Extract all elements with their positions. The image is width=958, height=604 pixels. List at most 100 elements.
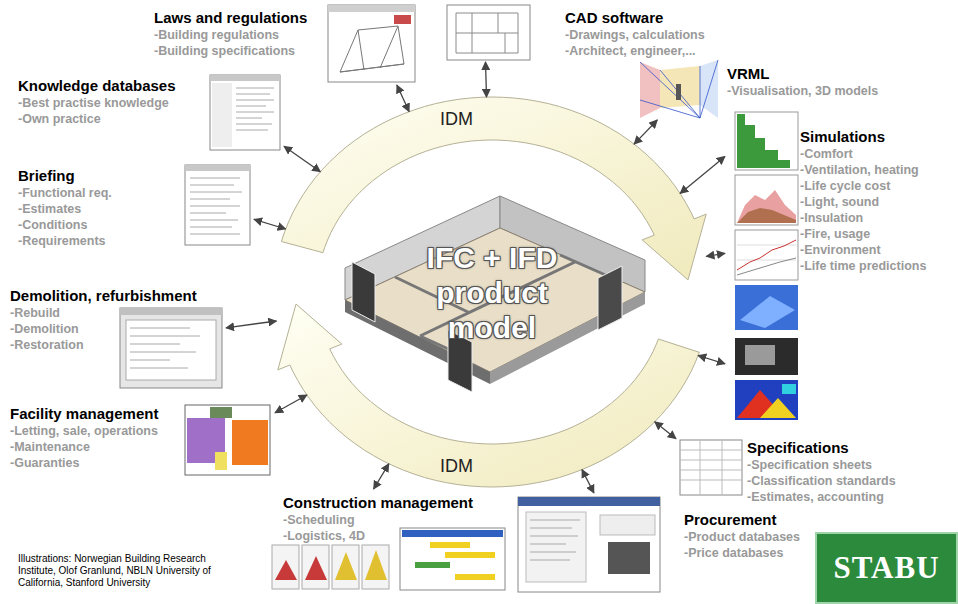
schedule-bar	[455, 574, 495, 580]
render-image	[735, 380, 798, 420]
category-group: VRML-Visualisation, 3D models	[636, 60, 900, 120]
group-item: -Demolition	[10, 321, 197, 337]
category-group: Construction management-Scheduling-Logis…	[268, 489, 508, 594]
text-block: Procurement-Product databases-Price data…	[684, 510, 800, 561]
cycle-label: IDM	[440, 108, 473, 130]
phase-shape	[335, 552, 357, 580]
group-item: -Maintenance	[10, 439, 158, 455]
vrml-thumbnail	[640, 60, 718, 118]
connector-arrow	[486, 62, 487, 97]
text-lines	[190, 178, 242, 234]
group-heading: Specifications	[747, 438, 896, 457]
side-pane	[212, 83, 232, 147]
chart-frame	[735, 112, 798, 170]
screen-frame	[328, 5, 415, 82]
title-bar	[120, 308, 222, 315]
browser-bar	[518, 497, 660, 506]
group-item: -Life time predictions	[800, 258, 926, 274]
group-item: -Logistics, 4D	[283, 528, 473, 544]
group-heading: VRML	[727, 64, 878, 83]
connector-arrow	[680, 156, 725, 193]
group-item: -Classification standards	[747, 473, 896, 489]
group-heading: Laws and regulations	[154, 8, 307, 27]
phase-image	[302, 545, 329, 589]
group-item: -Price databases	[684, 545, 800, 561]
hub-title: IFC + IFD product model	[407, 240, 577, 345]
header-mark	[394, 15, 411, 24]
text-block: Simulations-Comfort-Ventilation, heating…	[800, 127, 926, 274]
demolition-thumbnail	[120, 308, 222, 388]
building-window	[598, 266, 622, 330]
group-item: -Life cycle cost	[800, 178, 926, 194]
group-heading: Construction management	[283, 493, 473, 512]
plan-frame	[185, 405, 270, 475]
room-wall	[640, 62, 660, 118]
product-image	[608, 542, 650, 574]
group-item: -Estimates, accounting	[747, 489, 896, 505]
connector-arrow	[397, 85, 409, 112]
group-item: -Insulation	[800, 210, 926, 226]
plan-room	[210, 407, 232, 418]
group-item: -Product databases	[684, 529, 800, 545]
chart-frame	[735, 175, 798, 225]
connector-arrow	[634, 120, 657, 144]
connector-arrow	[226, 321, 276, 328]
text-block: Briefing-Functional req.-Estimates-Condi…	[18, 166, 112, 249]
text-block: Knowledge databases-Best practise knowle…	[18, 76, 176, 127]
group-heading: Simulations	[800, 127, 926, 146]
render-image	[735, 338, 798, 375]
building-floor	[345, 228, 645, 372]
laws-thumbnail	[328, 5, 415, 82]
drawing-lines	[456, 13, 518, 53]
cad-thumbnail	[447, 5, 530, 60]
simulation-charts	[735, 112, 798, 420]
group-item: -Environment	[800, 242, 926, 258]
category-group: Knowledge databases-Best practise knowle…	[14, 72, 284, 152]
screen-frame	[447, 5, 530, 60]
connector-arrow	[706, 253, 725, 256]
group-item: -Visualisation, 3D models	[727, 83, 878, 99]
text-lines	[236, 88, 274, 130]
category-group: Procurement-Product databases-Price data…	[514, 493, 814, 596]
table-header	[402, 530, 503, 537]
category-group: Laws and regulations-Building regulation…	[150, 3, 420, 85]
connector-arrow	[698, 356, 725, 364]
schedule-bar	[430, 542, 470, 548]
category-group: CAD software-Drawings, calculations-Arch…	[445, 3, 725, 62]
flow-field	[740, 296, 795, 328]
perspective-lines	[640, 60, 718, 118]
logo-box: STABU	[815, 532, 958, 604]
phase-image	[362, 545, 389, 589]
page-panel	[600, 515, 655, 535]
construction-thumbnails	[272, 528, 505, 590]
text-lines	[130, 328, 200, 368]
briefing-thumbnail	[185, 165, 250, 245]
title-bar	[210, 75, 280, 81]
area-chart	[737, 208, 796, 223]
group-item: -Functional req.	[18, 185, 112, 201]
title-bar	[328, 5, 415, 12]
phase-shape	[305, 556, 327, 580]
specification-thumbnail	[680, 440, 742, 495]
text-block: Demolition, refurbishment-Rebuild-Demoli…	[10, 286, 197, 353]
group-item: -Drawings, calculations	[565, 27, 705, 43]
sheet-frame	[680, 440, 742, 495]
group-item: -Guaranties	[10, 455, 158, 471]
group-item: -Rebuild	[10, 305, 197, 321]
step-chart	[737, 114, 790, 168]
group-item: -Architect, engineer,...	[565, 43, 705, 59]
title-bar	[185, 165, 250, 171]
building-model	[345, 196, 645, 392]
group-heading: Procurement	[684, 510, 800, 529]
render-detail	[782, 384, 796, 394]
group-item: -Own practice	[18, 111, 176, 127]
area-chart	[737, 190, 796, 223]
text-block: Laws and regulations-Building regulation…	[154, 8, 307, 59]
plan-room	[232, 420, 268, 465]
connector-arrow	[284, 146, 320, 172]
category-group: Specifications-Specification sheets-Clas…	[676, 436, 926, 508]
phase-shape	[365, 550, 387, 580]
category-group: Simulations-Comfort-Ventilation, heating…	[725, 108, 956, 425]
room-wall	[660, 66, 700, 108]
